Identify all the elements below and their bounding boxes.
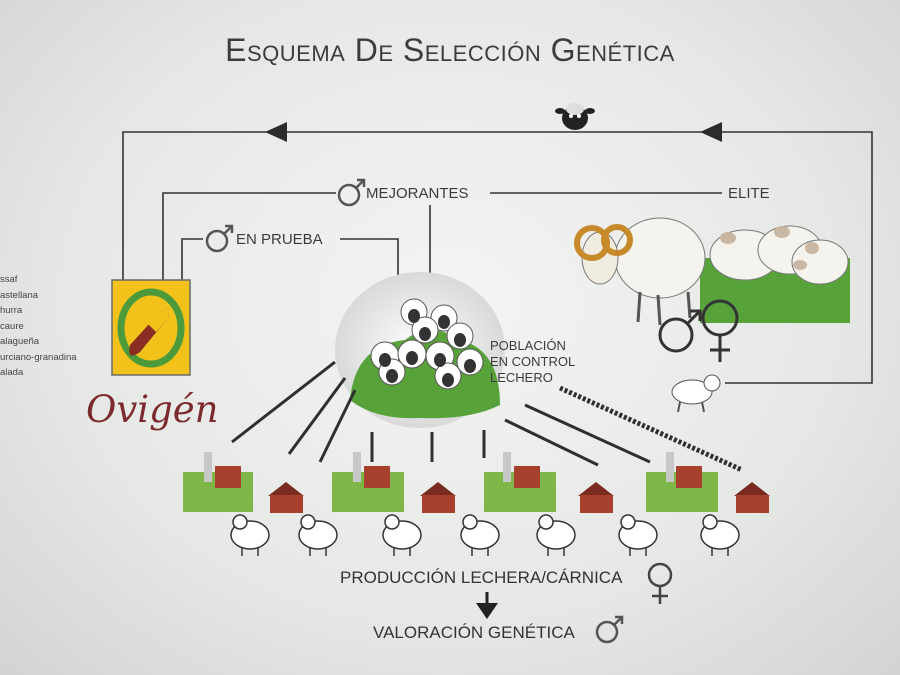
elite-flock-illustration [574, 217, 850, 326]
label-valoracion: VALORACIÓN GENÉTICA [373, 623, 575, 642]
black-sheep-icon [555, 103, 595, 130]
population-links [231, 360, 744, 473]
breed-item: alagueña [0, 336, 40, 347]
breed-item: ssaf [0, 274, 18, 285]
sheep-7 [700, 514, 740, 556]
sheep-1 [230, 514, 270, 556]
arrow-left-1 [265, 122, 287, 142]
down-arrow [476, 592, 498, 619]
label-en-prueba: EN PRUEBA [236, 231, 323, 248]
sheep-row [230, 514, 740, 556]
arrow-left-2 [700, 122, 722, 142]
sheep-4 [460, 514, 500, 556]
label-elite: ELITE [728, 185, 770, 202]
brand-name: Ovigén [86, 388, 219, 431]
male-symbol-valoracion [595, 615, 624, 644]
label-poblacion-line-2: EN CONTROL [490, 354, 576, 369]
barn-1 [268, 482, 304, 513]
breed-list: ssaf astellana hurra caure alagueña urci… [0, 272, 77, 381]
farm-2 [332, 452, 404, 512]
population-illustration [335, 272, 505, 428]
barn-4 [734, 482, 770, 513]
breed-item: caure [0, 320, 24, 332]
diagram-title: Esquema De Selección Genética [225, 32, 675, 68]
label-poblacion-line-3: LECHERO [490, 370, 553, 385]
feedback-loop-lines [122, 131, 873, 384]
sheep-2 [298, 514, 338, 556]
female-symbol-produccion [647, 562, 673, 604]
breed-item: hurra [0, 305, 23, 316]
ovigen-logo [111, 279, 191, 376]
barn-3 [578, 482, 614, 513]
lamb-icon [671, 374, 721, 413]
breed-item: astellana [0, 289, 39, 301]
male-symbol-mejorantes [337, 178, 366, 207]
label-produccion: PRODUCCIÓN LECHERA/CÁRNICA [340, 568, 623, 587]
label-mejorantes: MEJORANTES [366, 185, 469, 202]
sheep-3 [382, 514, 422, 556]
female-symbol [701, 299, 739, 362]
breed-item: urciano-granadina [0, 351, 77, 363]
male-symbol-en-prueba [205, 224, 234, 253]
farm-4 [646, 452, 718, 512]
sheep-5 [536, 514, 576, 556]
sheep-6 [618, 514, 658, 556]
label-poblacion-line-1: POBLACIÓN [490, 338, 566, 353]
farms-row [183, 452, 770, 513]
farm-1 [183, 452, 253, 512]
breed-item: alada [0, 367, 24, 378]
label-poblacion: POBLACIÓN EN CONTROL LECHERO [490, 338, 575, 386]
farm-3 [484, 452, 556, 512]
barn-2 [420, 482, 456, 513]
male-symbol [658, 309, 702, 353]
